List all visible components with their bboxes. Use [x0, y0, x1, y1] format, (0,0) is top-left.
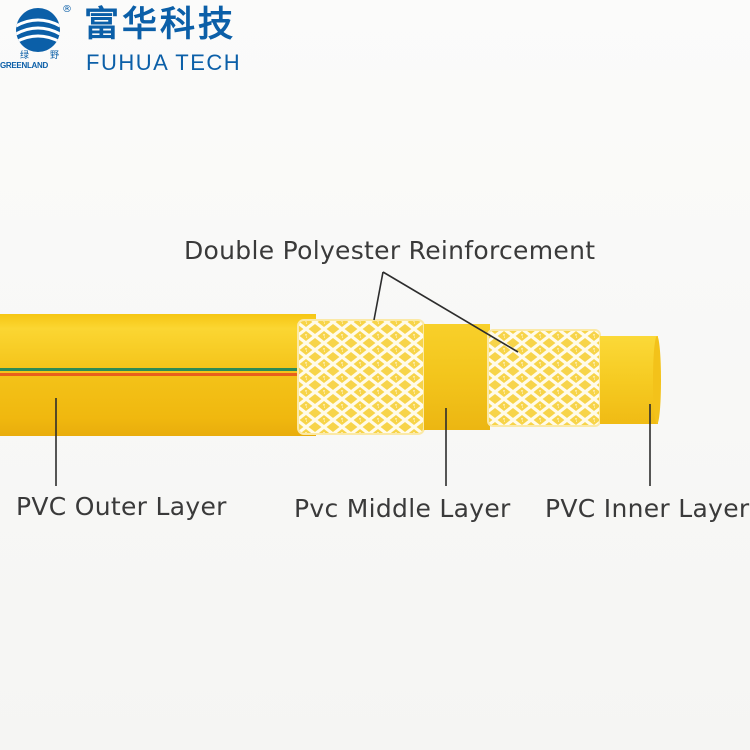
reinforcement-mesh-1	[298, 320, 424, 434]
orange-stripe	[0, 373, 300, 376]
hose-end-cap	[653, 336, 661, 424]
logo-brand-text: GREENLAND	[0, 61, 48, 70]
leader-lines	[55, 271, 651, 486]
company-name-english: FUHUA TECH	[86, 50, 242, 75]
logo-small-right-char: 野	[50, 51, 60, 61]
globe-logo-icon	[16, 8, 60, 52]
green-stripe	[0, 368, 300, 371]
company-name-chinese: 富华科技	[84, 4, 237, 45]
label-inner-layer: PVC Inner Layer	[545, 494, 750, 523]
reinforcement-mesh-2	[488, 330, 600, 426]
registered-mark: ®	[62, 4, 72, 15]
pvc-middle-layer	[424, 324, 490, 430]
logo-small-left-char: 绿	[20, 51, 30, 61]
leader-line-reinforcement-2	[382, 271, 519, 353]
leader-line-reinforcement-1	[373, 271, 384, 321]
label-reinforcement: Double Polyester Reinforcement	[184, 236, 596, 265]
label-outer-layer: PVC Outer Layer	[16, 492, 227, 521]
label-middle-layer: Pvc Middle Layer	[294, 494, 511, 523]
greenland-logo: 绿 野	[6, 6, 68, 68]
pvc-inner-layer	[600, 336, 658, 424]
